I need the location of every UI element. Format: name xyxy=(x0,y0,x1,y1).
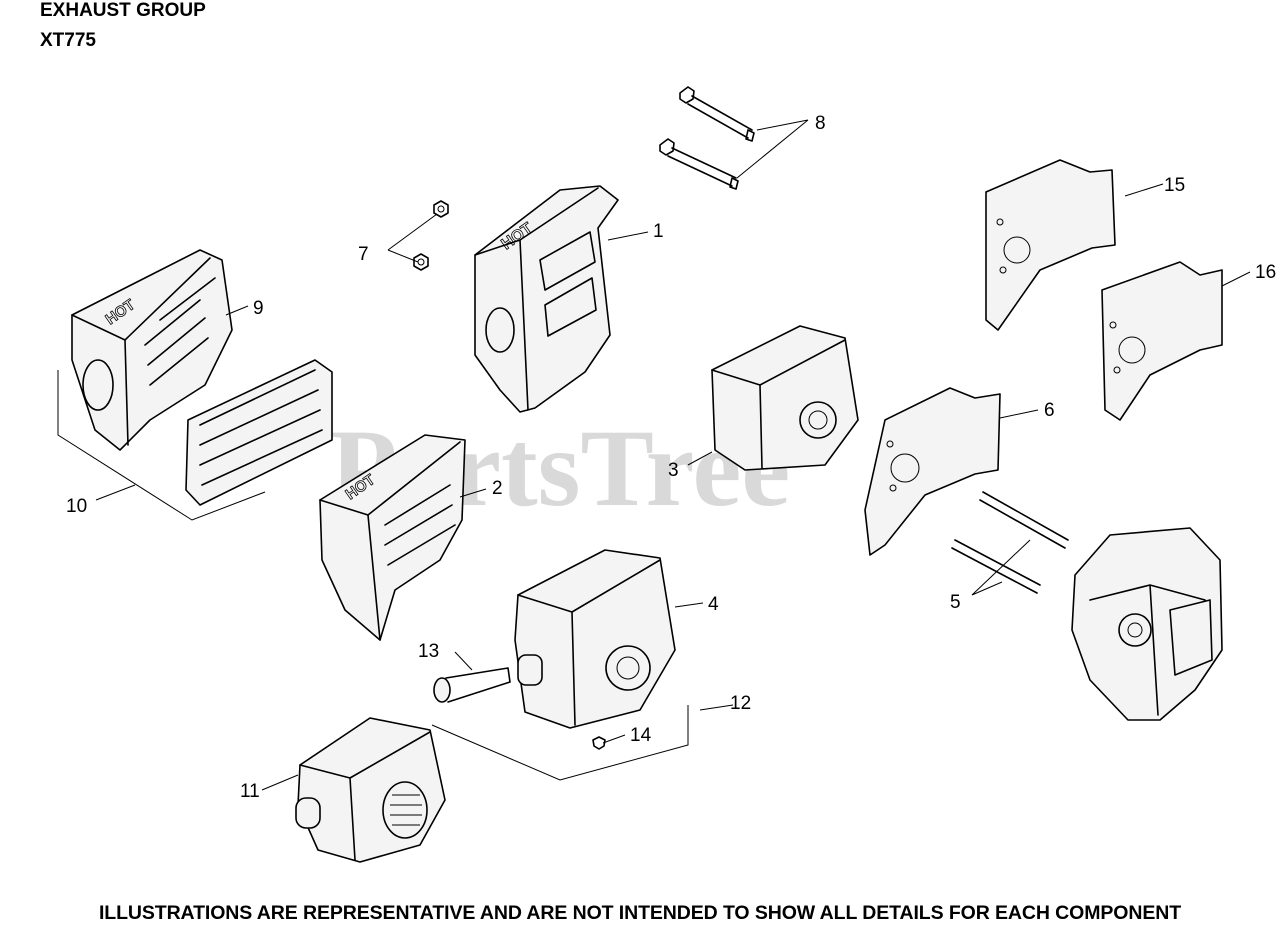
part-2-heat-shield[interactable]: HOT xyxy=(319,434,466,641)
part-4-muffler[interactable] xyxy=(514,549,676,729)
callout-4: 4 xyxy=(708,594,719,615)
model-number: XT775 xyxy=(40,30,96,51)
part-16-gasket[interactable] xyxy=(1101,261,1223,421)
part-7-nuts[interactable] xyxy=(413,200,449,271)
callout-15: 15 xyxy=(1164,175,1185,196)
callout-14: 14 xyxy=(630,725,652,746)
callout-3: 3 xyxy=(668,460,679,481)
callout-10: 10 xyxy=(66,496,87,517)
engine-cylinder-head xyxy=(1071,527,1223,721)
disclaimer-text: ILLUSTRATIONS ARE REPRESENTATIVE AND ARE… xyxy=(98,902,1182,924)
part-9-heat-shield[interactable]: HOT xyxy=(71,249,233,451)
part-1-heat-shield[interactable]: HOT xyxy=(474,185,619,413)
part-13-spark-arrester[interactable] xyxy=(433,667,511,703)
part-14-screw[interactable] xyxy=(592,736,606,750)
callout-2: 2 xyxy=(492,478,503,499)
part-11-muffler[interactable] xyxy=(295,705,689,863)
callout-numbers: 8 7 1 9 10 2 3 4 6 15 16 5 12 13 14 11 xyxy=(66,113,1276,802)
part-3-muffler[interactable] xyxy=(711,325,859,471)
part-10-shield-plate[interactable] xyxy=(57,359,333,521)
callout-1: 1 xyxy=(653,221,664,242)
part-8-bolts[interactable] xyxy=(659,86,755,190)
callout-13: 13 xyxy=(418,641,439,662)
callout-8: 8 xyxy=(815,113,826,134)
callout-11: 11 xyxy=(240,781,260,802)
callout-9: 9 xyxy=(253,298,264,319)
part-5-studs[interactable] xyxy=(951,491,1069,594)
callout-5: 5 xyxy=(950,592,961,613)
callout-16: 16 xyxy=(1255,262,1276,283)
leader-lines xyxy=(95,119,1251,791)
callout-7: 7 xyxy=(358,244,369,265)
part-6-gasket[interactable] xyxy=(864,387,1001,556)
diagram-title: EXHAUST GROUP xyxy=(40,0,206,21)
callout-6: 6 xyxy=(1044,400,1055,421)
callout-12: 12 xyxy=(730,693,751,714)
part-15-gasket[interactable] xyxy=(985,159,1116,331)
